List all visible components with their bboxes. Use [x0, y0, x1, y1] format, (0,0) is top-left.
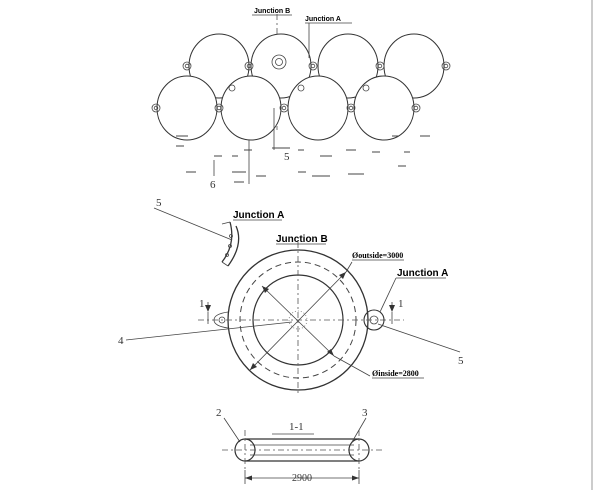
float-plan-view: 5 Junction A Junction B: [118, 197, 464, 394]
item-4-number: 4: [118, 335, 124, 347]
section-view: 1-1 2 3 2900: [216, 407, 382, 484]
connector-lugs: [151, 61, 451, 113]
section-mark-right-number: 1: [398, 298, 404, 310]
section-mark-left: [205, 302, 211, 324]
float-array-view: Junction B Junction A 5 6: [151, 8, 451, 191]
item-4-leader: [125, 321, 293, 341]
item-5-left-leader: [153, 207, 233, 241]
float-ball: [287, 75, 349, 141]
inner-diameter-line: [261, 285, 335, 357]
junction-a-detail-label: Junction A: [233, 210, 284, 221]
outside-diameter-label: Øoutside=3000: [352, 251, 403, 260]
float-ball: [353, 75, 415, 141]
inside-diameter-label: Øinside=2800: [372, 369, 419, 378]
dimension-value: 2900: [292, 473, 312, 484]
item-3-leader: [351, 417, 367, 443]
side-lug-right: [363, 309, 385, 331]
arrowhead: [327, 349, 334, 356]
junction-a-label: Junction A: [305, 16, 341, 23]
arrowhead: [245, 475, 252, 481]
section-title: 1-1: [289, 421, 304, 433]
junction-b-plan-label: Junction B: [276, 234, 328, 245]
item-2-leader: [223, 417, 241, 443]
arrowhead: [339, 272, 346, 279]
item-2-number: 2: [216, 407, 222, 419]
arrowhead: [352, 475, 359, 481]
item-5-right-leader: [377, 323, 461, 353]
item-3-number: 3: [362, 407, 368, 419]
inner-diameter-leader: [333, 355, 371, 377]
water-surface-marks: [176, 135, 430, 183]
arrowhead: [250, 363, 257, 370]
arrowhead: [262, 286, 269, 293]
item-5-left-number: 5: [156, 197, 162, 209]
junction-b-label: Junction B: [254, 8, 290, 15]
junction-b-marker: [271, 54, 287, 70]
junction-a-detail: [153, 207, 240, 267]
side-lug-left: [213, 311, 229, 329]
section-mark-left-number: 1: [199, 298, 205, 310]
outer-diameter-leader: [345, 261, 353, 273]
item-5-right-number: 5: [458, 355, 464, 367]
junction-b-marker-inner: [275, 58, 283, 66]
section-mark-right: [389, 302, 395, 324]
junction-a-plan-label: Junction A: [397, 268, 448, 279]
junction-a-leader: [379, 277, 397, 313]
float-ball: [156, 75, 218, 141]
item-6-number: 6: [210, 179, 216, 191]
item-5-number: 5: [284, 151, 290, 163]
